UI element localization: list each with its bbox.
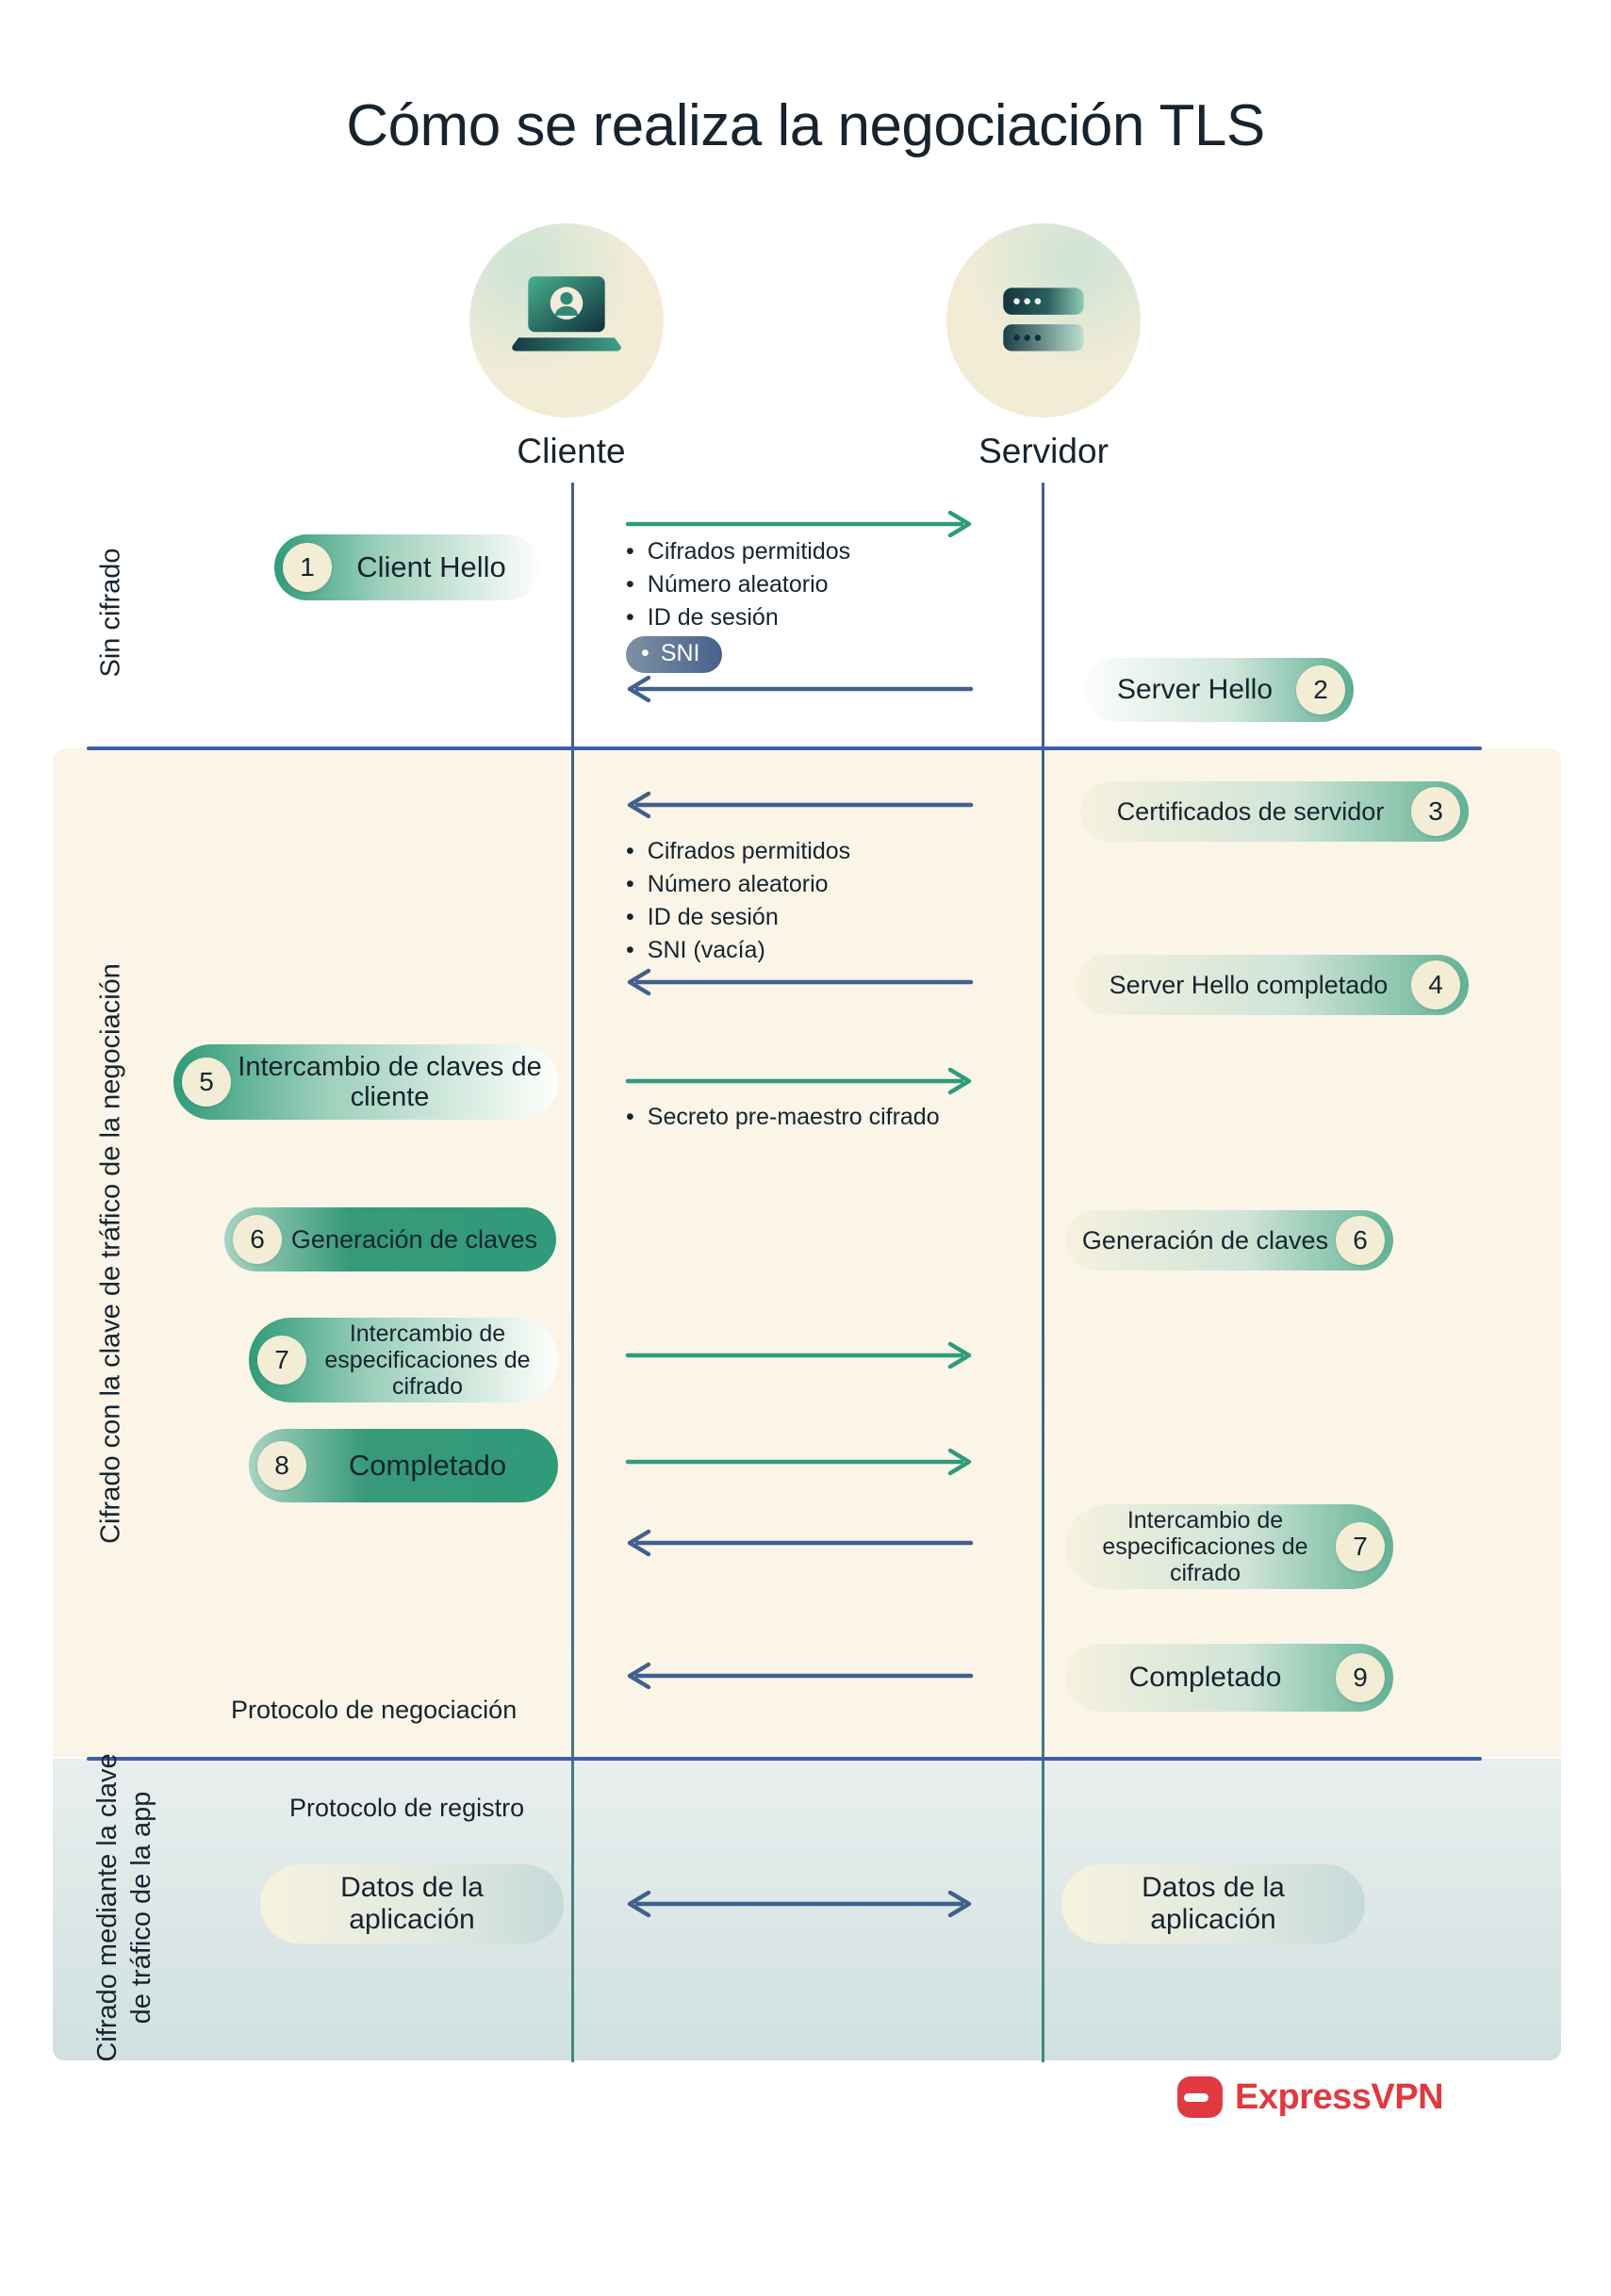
pill-intercambio-espec-servidor: Intercambio de especificaciones de cifra… <box>1065 1504 1393 1589</box>
step-label: Client Hello <box>356 549 506 583</box>
client-lifeline <box>571 483 574 2062</box>
step-number: 7 <box>1336 1522 1385 1571</box>
client-avatar <box>469 223 664 418</box>
step-label: Intercambio de especificaciones de cifra… <box>324 1320 531 1400</box>
step-label: Intercambio de claves de cliente <box>238 1051 542 1112</box>
pill-datos-aplicacion-cliente: Datos de la aplicación <box>260 1864 564 1943</box>
step-label: Server Hello <box>1116 674 1274 706</box>
protocolo-negociacion-label: Protocolo de negociación <box>231 1696 518 1724</box>
section-divider-top <box>87 746 1482 750</box>
server-response-notes: Cifrados permitidos Número aleatorio ID … <box>626 837 850 969</box>
note-item: SNI (vacía) <box>626 936 850 964</box>
arrow-completado-cliente <box>625 1448 972 1476</box>
laptop-icon <box>512 276 621 352</box>
page-title: Cómo se realiza la negociación TLS <box>346 93 1265 158</box>
step-number: 7 <box>257 1336 306 1385</box>
sni-row: SNI <box>626 636 850 673</box>
note-item: Número aleatorio <box>626 870 850 898</box>
sni-badge: SNI <box>626 636 723 673</box>
pill-client-hello: 1 Client Hello <box>274 534 540 600</box>
note-item: ID de sesión <box>626 603 850 631</box>
protocolo-registro-label: Protocolo de registro <box>289 1794 525 1822</box>
section-label-negociacion: Cifrado con la clave de tráfico de la ne… <box>95 963 126 1544</box>
server-icon <box>1003 287 1084 352</box>
arrow-datos-aplicacion <box>627 1890 972 1918</box>
step-number: 4 <box>1411 960 1460 1009</box>
step-label: Server Hello completado <box>1109 970 1389 999</box>
pill-generacion-claves-servidor: Generación de claves 6 <box>1065 1210 1393 1271</box>
note-item: Número aleatorio <box>626 570 850 599</box>
step-number: 3 <box>1411 787 1460 836</box>
step-label: Certificados de servidor <box>1116 796 1385 826</box>
note-item: Cifrados permitidos <box>626 537 850 566</box>
pill-intercambio-claves-cliente: 5 Intercambio de claves de cliente <box>173 1044 558 1120</box>
note-item: Secreto pre-maestro cifrado <box>626 1103 940 1131</box>
expressvpn-brand: ExpressVPN <box>1176 2074 1444 2121</box>
pill-intercambio-espec-cliente: 7 Intercambio de especificaciones de cif… <box>249 1318 558 1402</box>
section-label-app: Cifrado mediante la clave de tráfico de … <box>91 1753 156 2062</box>
pill-generacion-claves-cliente: 6 Generación de claves <box>224 1207 556 1271</box>
step-number: 8 <box>257 1441 306 1490</box>
pill-datos-aplicacion-servidor: Datos de la aplicación <box>1061 1864 1365 1943</box>
expressvpn-logo-icon <box>1177 2076 1223 2118</box>
step-number: 1 <box>283 543 332 592</box>
pill-completado-cliente: 8 Completado <box>249 1429 558 1502</box>
step-label: Generación de claves <box>290 1224 538 1254</box>
arrow-cambio-espec-servidor <box>627 1529 974 1557</box>
secreto-note: Secreto pre-maestro cifrado <box>626 1103 940 1136</box>
step-label: Intercambio de especificaciones de cifra… <box>1102 1507 1308 1586</box>
step-label: Generación de claves <box>1081 1225 1329 1255</box>
server-label: Servidor <box>978 432 1109 470</box>
arrow-completado-servidor <box>627 1662 974 1690</box>
step-label: Completado <box>1128 1662 1282 1694</box>
arrow-server-hello-completado <box>627 968 974 996</box>
step-label: Datos de la aplicación <box>1142 1872 1285 1935</box>
step-label: Completado <box>348 1448 507 1482</box>
pill-certificados-servidor: Certificados de servidor 3 <box>1080 781 1469 842</box>
step-number: 9 <box>1336 1653 1385 1702</box>
section-divider-bottom <box>87 1757 1482 1761</box>
sni-label: SNI <box>660 640 700 666</box>
note-item: ID de sesión <box>626 903 850 931</box>
client-hello-notes: Cifrados permitidos Número aleatorio ID … <box>626 537 850 678</box>
section-label-sin-cifrado: Sin cifrado <box>95 548 126 678</box>
pill-completado-servidor: Completado 9 <box>1065 1644 1393 1712</box>
pill-server-hello: Server Hello 2 <box>1084 658 1354 722</box>
step-number: 5 <box>182 1058 231 1107</box>
arrow-cambio-espec-cliente <box>625 1341 972 1369</box>
server-lifeline <box>1042 483 1044 2062</box>
arrow-server-hello <box>627 675 974 703</box>
step-number: 6 <box>1336 1216 1385 1265</box>
note-item: Cifrados permitidos <box>626 837 850 865</box>
arrow-certificados <box>627 791 974 819</box>
step-label: Datos de la aplicación <box>340 1872 484 1935</box>
client-label: Cliente <box>517 432 626 470</box>
arrow-intercambio-claves <box>625 1067 972 1095</box>
arrow-client-hello <box>625 510 972 538</box>
step-number: 2 <box>1296 665 1345 714</box>
expressvpn-wordmark: ExpressVPN <box>1235 2076 1444 2117</box>
step-number: 6 <box>233 1215 282 1264</box>
server-avatar <box>946 223 1141 418</box>
pill-server-hello-completado: Server Hello completado 4 <box>1077 955 1469 1015</box>
